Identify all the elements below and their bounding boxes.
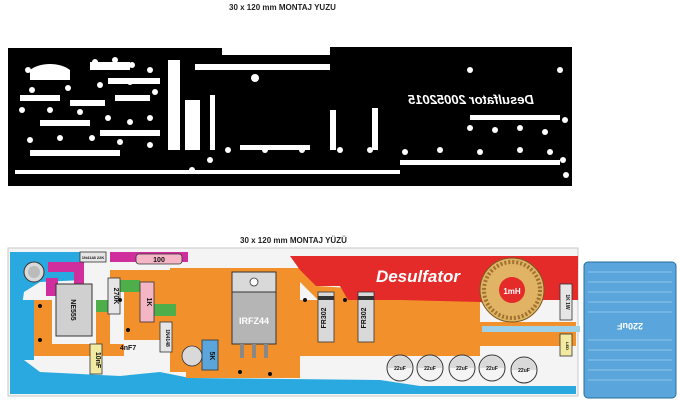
cap-10n: 10nF — [89, 343, 103, 375]
svg-text:22uF: 22uF — [456, 366, 468, 372]
diode-1n4148: 1N4148 — [159, 321, 173, 353]
ground-trace — [14, 300, 34, 360]
green-traces — [96, 280, 176, 316]
cap-10n-label: 10nF — [94, 352, 101, 369]
isolation-gaps — [15, 60, 560, 174]
resistor-1k: 1K — [139, 281, 155, 323]
brand-label: Desulfator — [376, 267, 461, 286]
component-pads — [38, 298, 347, 376]
mosfet-label: IRFZ44 — [239, 316, 269, 326]
solder-pads — [19, 57, 569, 178]
resistor-1k-1w: 1K 1W — [559, 283, 573, 321]
cap-22uf: 22uF — [478, 354, 506, 382]
inductor-label: 1mH — [503, 287, 521, 296]
res-1k-right-label: 1K 1W — [564, 294, 570, 310]
cap-22uf: 22uF — [510, 356, 538, 384]
cap-22uf: 22uF — [448, 354, 476, 382]
led-right-label: LED — [565, 342, 570, 350]
mosfet-irfz44: IRFZ44 — [231, 271, 277, 358]
fr302-diode-a: FR302 — [317, 291, 335, 343]
component-side-title: 30 x 120 mm MONTAJ YÜZÜ — [240, 236, 347, 245]
led-right: LED — [559, 333, 573, 357]
fr302-b-label: FR302 — [361, 307, 368, 328]
solder-side-title: 30 x 120 mm MONTAJ YUZU — [229, 3, 336, 12]
link-trace — [482, 326, 580, 332]
led-component — [23, 261, 45, 283]
component-side-layout: NE555 1N4148 22K 100 270K 1K 4nF7 — [7, 247, 677, 399]
fr302-diode-b: FR302 — [357, 291, 375, 343]
svg-text:22uF: 22uF — [486, 366, 498, 372]
resistor-270k-label: 270K — [112, 288, 119, 305]
solder-side-layout: Desulfator 20052015 — [8, 47, 572, 186]
fr302-a-label: FR302 — [321, 307, 328, 328]
trimmer-5k: 5K — [181, 339, 219, 371]
svg-text:22uF: 22uF — [518, 368, 530, 374]
top-resistor: 1N4148 22K — [79, 251, 107, 263]
ne555-ic: NE555 — [55, 283, 93, 337]
resistor-270k: 270K — [107, 277, 121, 315]
top-resistor-label: 1N4148 22K — [82, 255, 105, 260]
cap-220uf-label: 220uF — [616, 321, 643, 331]
svg-text:22uF: 22uF — [424, 366, 436, 372]
diode-1n4148-label: 1N4148 — [164, 329, 170, 347]
cap-22uf: 22uF — [386, 354, 414, 382]
inductor-1mh: 1mH — [479, 257, 545, 323]
cap-row: 22uF 22uF 22uF 22uF 22uF — [386, 354, 538, 384]
resistor-100: 100 — [135, 253, 183, 265]
resistor-1k-label: 1K — [145, 298, 152, 307]
mirrored-label: Desulfator 20052015 — [407, 92, 534, 107]
cap-4n7-label: 4nF7 — [120, 345, 136, 352]
cap-22uf: 22uF — [416, 354, 444, 382]
ne555-label: NE555 — [69, 299, 76, 321]
cap-4n7: 4nF7 — [120, 345, 136, 352]
res-5k-label: 5K — [208, 352, 215, 361]
svg-text:22uF: 22uF — [394, 366, 406, 372]
cap-220uf: 220uF — [583, 261, 677, 399]
resistor-100-label: 100 — [153, 257, 165, 264]
